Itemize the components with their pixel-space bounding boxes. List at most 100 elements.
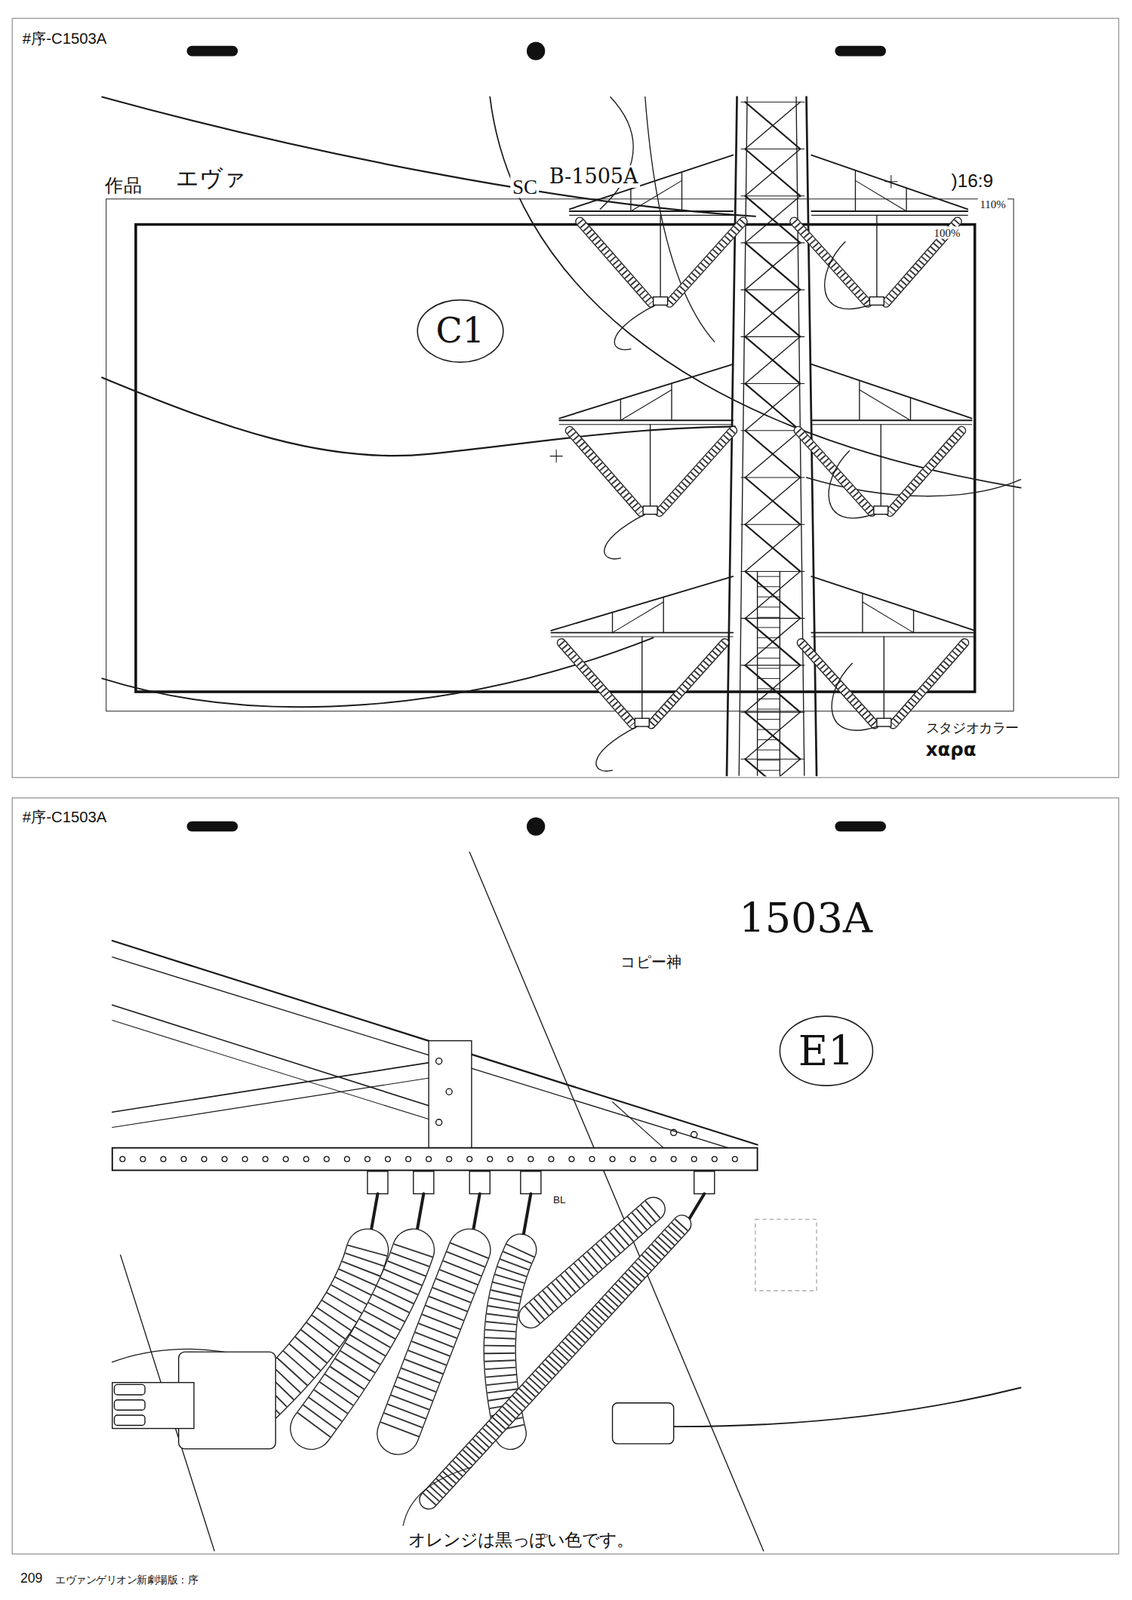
cut-number: #序-C1503A (20, 809, 109, 827)
insulator-outline (579, 221, 652, 304)
pencil-line (744, 384, 800, 431)
pencil-line (744, 430, 800, 478)
pencil-line (757, 606, 781, 608)
bolt (181, 1156, 187, 1163)
pencil-line (612, 1102, 665, 1149)
pencil-line (757, 719, 781, 720)
pencil-line (757, 596, 781, 598)
insulator-body (561, 642, 634, 725)
pencil-line (630, 188, 631, 212)
pencil-line (559, 364, 733, 419)
bolt (201, 1156, 207, 1163)
insulator-string (669, 221, 743, 304)
frame-percent: 110% (978, 197, 1009, 210)
pencil-line (612, 602, 665, 634)
pencil-line (859, 390, 911, 422)
bolt (242, 1156, 248, 1163)
frame-percent: 100% (932, 226, 963, 239)
pencil-line (741, 759, 805, 760)
link-rod (522, 1194, 532, 1241)
bolt (691, 1156, 697, 1163)
pencil-line (112, 1021, 440, 1123)
link-rod (689, 1194, 705, 1221)
panel-border (12, 18, 1119, 778)
title-field: 作品 (103, 175, 145, 197)
insulator-outline (651, 642, 725, 725)
insulator-outline (889, 430, 962, 513)
bolt-head (113, 1415, 145, 1427)
pencil-line (620, 390, 672, 422)
pencil-line (744, 571, 800, 619)
leader-line (402, 1467, 472, 1526)
clamp (367, 1171, 388, 1195)
pencil-line (913, 610, 914, 634)
pencil-line (744, 101, 800, 149)
sketch-mark (755, 1219, 817, 1292)
pencil-line (744, 384, 800, 431)
clamp (634, 718, 650, 727)
insulator-outline (659, 430, 733, 513)
insulator-ribs (651, 642, 725, 725)
scene-entry: B-1505A (547, 165, 640, 188)
insulator-outline (398, 1250, 471, 1434)
circle-mark (779, 1016, 873, 1086)
bolt (711, 1156, 717, 1163)
circle-mark (417, 300, 504, 363)
jumper-wire (596, 726, 637, 772)
insulator-string (428, 1224, 682, 1501)
pencil-line (681, 172, 683, 212)
pencil-line (744, 477, 800, 525)
pencil-line (910, 397, 911, 421)
aspect-ratio: )16:9 (949, 171, 996, 192)
bolt (569, 1156, 575, 1163)
pencil-line (757, 667, 781, 669)
pencil-line (744, 336, 800, 384)
pencil-line (559, 419, 733, 422)
pencil-line (612, 612, 613, 634)
bolt (406, 1156, 412, 1163)
jumper-wire (831, 663, 877, 731)
pencil-line (112, 957, 752, 1156)
bolt (507, 1156, 514, 1163)
insulator-outline (569, 430, 642, 513)
jumper-wire (824, 242, 871, 310)
clamp (413, 1171, 434, 1195)
peg-hole (187, 821, 239, 833)
jumper-wire (614, 304, 656, 350)
pencil-line (741, 476, 805, 478)
power-wire (599, 96, 634, 210)
insulator-string (892, 642, 965, 725)
bolt (436, 1058, 443, 1065)
pencil-line (741, 383, 805, 385)
pencil-line (744, 712, 800, 760)
insulator-body (398, 1250, 471, 1434)
pencil-line (757, 678, 781, 680)
bolt (436, 1119, 443, 1126)
girder (112, 941, 758, 1171)
bolt (140, 1156, 146, 1163)
pencil-line (670, 383, 672, 421)
pencil-line (550, 632, 733, 634)
insulator-body (530, 1209, 653, 1317)
pencil-line (883, 636, 885, 721)
pencil-line (757, 739, 781, 741)
bolt (446, 1156, 453, 1163)
bolt (365, 1156, 371, 1163)
pencil-line (741, 336, 805, 338)
color-note: オレンジは黒っぽい色です。 (406, 1531, 636, 1551)
pencil-line (756, 571, 758, 776)
insulator-body (428, 1224, 682, 1501)
bolt-head (113, 1384, 145, 1396)
pencil-line (757, 759, 781, 761)
pencil-line (620, 399, 622, 421)
pencil-line (741, 618, 805, 619)
scene-field: SC (510, 175, 540, 199)
insulator-ribs (530, 1209, 653, 1317)
insulator-body (569, 430, 642, 513)
pencil-line (744, 618, 800, 666)
pencil-line (757, 658, 781, 659)
center-mark (556, 449, 557, 462)
pencil-line (744, 712, 800, 760)
insulator-outline (561, 642, 634, 725)
